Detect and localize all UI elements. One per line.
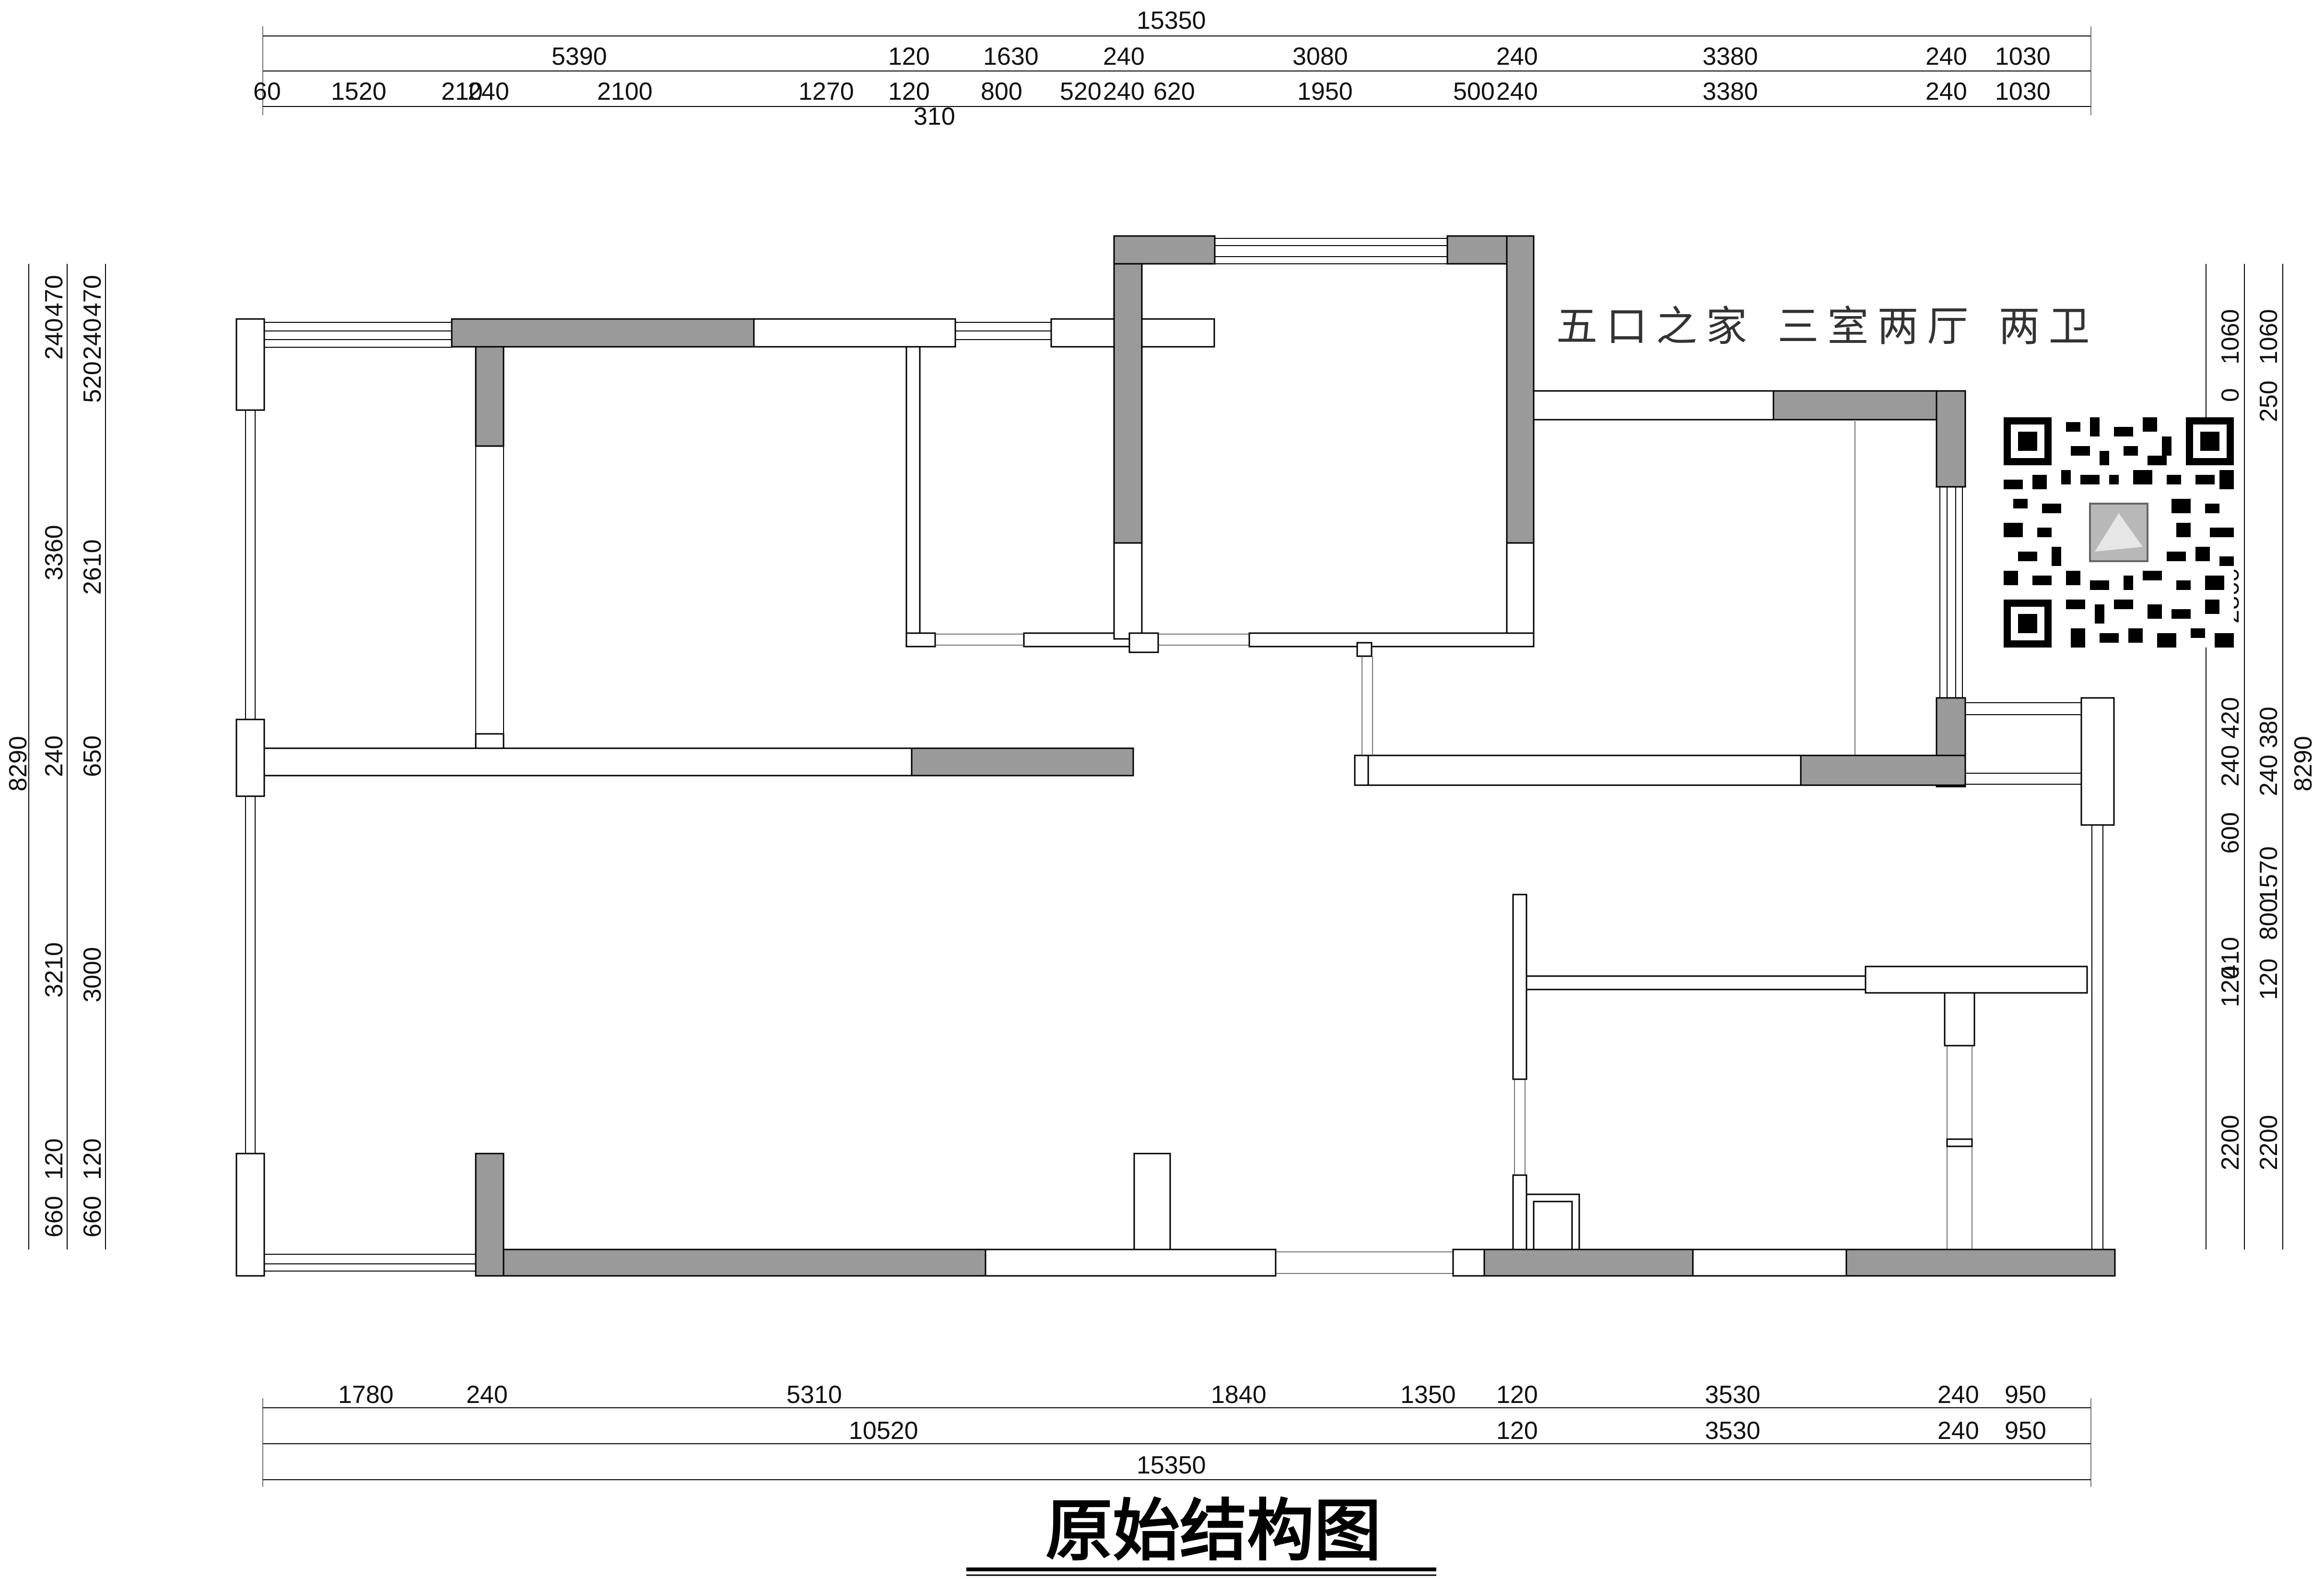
dim-right: 2200 <box>2255 1115 2283 1170</box>
dim-top-r3: 240 <box>468 78 509 106</box>
dim-bottom-r2: 10520 <box>849 1417 918 1445</box>
dim-bottom-r1: 3530 <box>1705 1381 1761 1409</box>
dim-bottom-r2: 950 <box>2005 1417 2046 1445</box>
dim-bottom-r1: 1840 <box>1211 1381 1267 1409</box>
left-dimensions: 240 470 520 240 470 3360 2610 8290 240 6… <box>4 264 106 1249</box>
dim-left: 470 <box>40 275 68 317</box>
dim-right: 1060 <box>2217 309 2244 365</box>
dim-bottom-r2: 240 <box>1937 1417 1979 1445</box>
right-dimensions: 1060 0 2860 420 240 600 410 120 2200 106… <box>2206 264 2317 1249</box>
dim-right: 240 <box>2255 754 2283 796</box>
dim-bottom-r1: 5310 <box>786 1381 842 1409</box>
dim-bottom-r2: 120 <box>1496 1417 1538 1445</box>
dim-right: 120 <box>2217 966 2244 1007</box>
dim-top-r3: 620 <box>1153 78 1195 106</box>
dim-top-r3: 2100 <box>597 78 653 106</box>
dim-top-r3: 240 <box>1925 78 1967 106</box>
dim-top-r3: 120 <box>888 78 930 106</box>
headline: 五口之家 三室两厅 两卫 <box>1556 303 2099 351</box>
dim-left: 3360 <box>40 525 68 580</box>
dim-top-r3: 60 <box>253 78 281 106</box>
dim-top-r3: 210 <box>441 78 483 106</box>
dim-bottom-r1: 120 <box>1496 1381 1538 1409</box>
dim-top-r3: 1270 <box>798 78 854 106</box>
dim-left: 240 <box>40 318 68 360</box>
dim-bottom-r1: 240 <box>466 1381 508 1409</box>
dim-right: 1060 <box>2255 309 2283 365</box>
bottom-dimensions: 1780 240 5310 1840 1350 120 3530 240 950… <box>262 1381 2091 1487</box>
walls <box>235 235 2116 1277</box>
dim-left: 240 <box>79 318 106 360</box>
dim-left: 8290 <box>4 736 32 791</box>
top-dimensions: 15350 5390 120 1630 240 3080 240 3380 24… <box>253 7 2091 130</box>
dim-left: 2610 <box>79 539 106 595</box>
dim-left: 660 <box>40 1196 68 1237</box>
dim-top-r3: 520 <box>1060 78 1102 106</box>
dim-bottom-total: 15350 <box>1137 1451 1206 1479</box>
dim-bottom-r1: 950 <box>2005 1381 2046 1409</box>
dim-top-r3: 1950 <box>1297 78 1353 106</box>
dim-top-total: 15350 <box>1137 7 1206 35</box>
dim-left: 120 <box>40 1138 68 1180</box>
dim-left: 650 <box>79 735 106 777</box>
qr-code-icon <box>2004 417 2234 648</box>
dim-bottom-r1: 1350 <box>1400 1381 1456 1409</box>
dim-right: 250 <box>2255 380 2283 422</box>
dim-top-r2: 3380 <box>1702 43 1758 71</box>
dim-left: 120 <box>79 1138 106 1180</box>
dim-top-r3: 1520 <box>331 78 387 106</box>
dim-right: 2200 <box>2217 1115 2244 1170</box>
dim-right: 0 <box>2217 388 2244 402</box>
dim-bottom-r2: 3530 <box>1705 1417 1761 1445</box>
dim-bottom-r1: 1780 <box>338 1381 394 1409</box>
dim-left: 3000 <box>79 947 106 1002</box>
dim-top-r2: 1630 <box>983 43 1039 71</box>
dim-right: 410 <box>2217 937 2244 978</box>
dim-right: 120 <box>2255 958 2283 1000</box>
dim-right: 380 <box>2255 707 2283 748</box>
dim-top-r2: 120 <box>888 43 930 71</box>
dim-right: 600 <box>2217 812 2244 854</box>
dim-top-r2: 240 <box>1103 43 1145 71</box>
dim-left: 470 <box>79 275 106 317</box>
dim-left: 660 <box>79 1196 106 1237</box>
dim-top-r2: 5390 <box>552 43 607 71</box>
dim-right: 420 <box>2217 697 2244 739</box>
dim-top-r2: 1030 <box>1995 43 2051 71</box>
dim-left: 520 <box>79 361 106 403</box>
dim-top-r2: 3080 <box>1292 43 1348 71</box>
dim-right: 800 <box>2255 898 2283 940</box>
dim-top-r3: 800 <box>981 78 1022 106</box>
dim-right: 240 <box>2217 745 2244 787</box>
dim-right: 8290 <box>2289 736 2317 791</box>
dim-left: 3210 <box>40 942 68 998</box>
dim-top-extra: 310 <box>914 103 955 130</box>
plan-title: 原始结构图 <box>1045 1492 1381 1570</box>
dim-top-r3: 3380 <box>1702 78 1758 106</box>
dim-left: 240 <box>40 735 68 777</box>
dim-top-r2: 240 <box>1496 43 1538 71</box>
dim-top-r3: 240 <box>1103 78 1145 106</box>
dim-top-r3: 500 <box>1453 78 1495 106</box>
dim-top-r3: 1030 <box>1995 78 2051 106</box>
dim-right: 1570 <box>2255 846 2283 902</box>
dim-top-r2: 240 <box>1925 43 1967 71</box>
dim-top-r3: 240 <box>1496 78 1538 106</box>
dim-bottom-r1: 240 <box>1937 1381 1979 1409</box>
